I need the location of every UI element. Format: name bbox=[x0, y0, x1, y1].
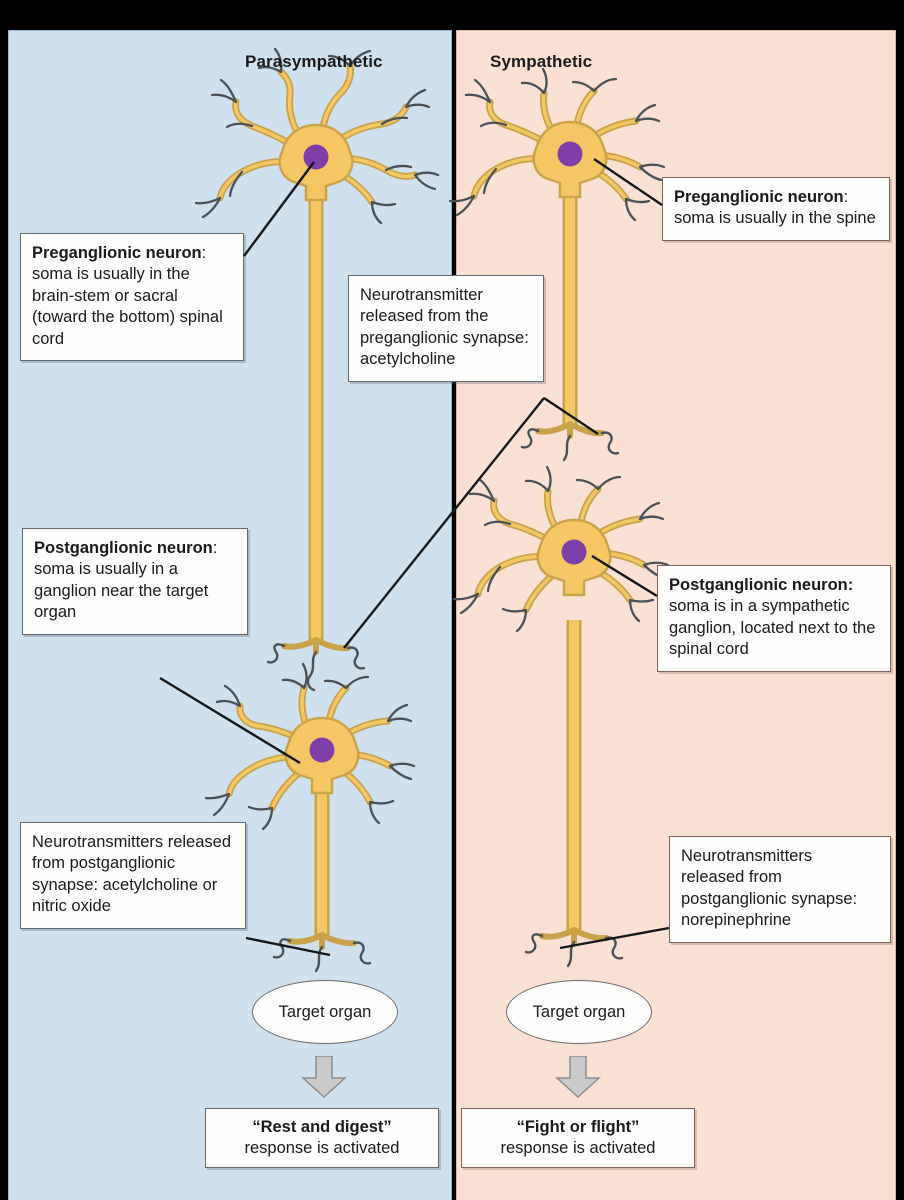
callout-body-text: Neurotransmitters released from postgang… bbox=[32, 833, 231, 916]
panel-title-parasympathetic: Parasympathetic bbox=[245, 52, 383, 71]
response-box-sympathetic: “Fight or flight” response is activated bbox=[461, 1108, 695, 1169]
callout-bold-label: Preganglionic neuron bbox=[674, 188, 844, 206]
callout-postganglionic-parasympathetic: Postganglionic neuron: soma is usually i… bbox=[22, 528, 248, 635]
response-subtext: response is activated bbox=[244, 1139, 400, 1158]
callout-bold-label: Postganglionic neuron: bbox=[669, 576, 854, 594]
callout-body-text: : soma is usually in the spine bbox=[674, 188, 876, 228]
response-headline: “Rest and digest” bbox=[252, 1118, 392, 1136]
target-organ-sympathetic: Target organ bbox=[506, 980, 652, 1044]
callout-neurotransmitters-postganglionic-parasympathetic: Neurotransmitters released from postgang… bbox=[20, 822, 246, 929]
target-organ-parasympathetic: Target organ bbox=[252, 980, 398, 1044]
callout-preganglionic-sympathetic: Preganglionic neuron: soma is usually in… bbox=[662, 177, 890, 241]
callout-preganglionic-parasympathetic: Preganglionic neuron: soma is usually in… bbox=[20, 233, 244, 362]
callout-neurotransmitter-preganglionic: Neurotransmitter released from the prega… bbox=[348, 275, 544, 382]
callout-bold-label: Postganglionic neuron bbox=[34, 539, 213, 557]
callout-bold-label: Preganglionic neuron bbox=[32, 244, 202, 262]
callout-body-text: Neurotransmitter released from the prega… bbox=[360, 286, 529, 369]
panel-title-sympathetic: Sympathetic bbox=[490, 52, 593, 71]
callout-body-text: : soma is usually in the brain-stem or s… bbox=[32, 244, 223, 348]
down-arrow-sympathetic bbox=[555, 1056, 601, 1098]
response-subtext: response is activated bbox=[500, 1139, 656, 1158]
callout-body-text: soma is in a sympathetic ganglion, locat… bbox=[669, 597, 876, 659]
callout-body-text: : soma is usually in a ganglion near the… bbox=[34, 539, 218, 622]
callout-postganglionic-sympathetic: Postganglionic neuron: soma is in a symp… bbox=[657, 565, 891, 672]
response-box-parasympathetic: “Rest and digest” response is activated bbox=[205, 1108, 439, 1169]
down-arrow-parasympathetic bbox=[301, 1056, 347, 1098]
response-headline: “Fight or flight” bbox=[516, 1118, 640, 1136]
callout-neurotransmitters-postganglionic-sympathetic: Neurotransmitters released from postgang… bbox=[669, 836, 891, 943]
callout-body-text: Neurotransmitters released from postgang… bbox=[681, 847, 858, 930]
